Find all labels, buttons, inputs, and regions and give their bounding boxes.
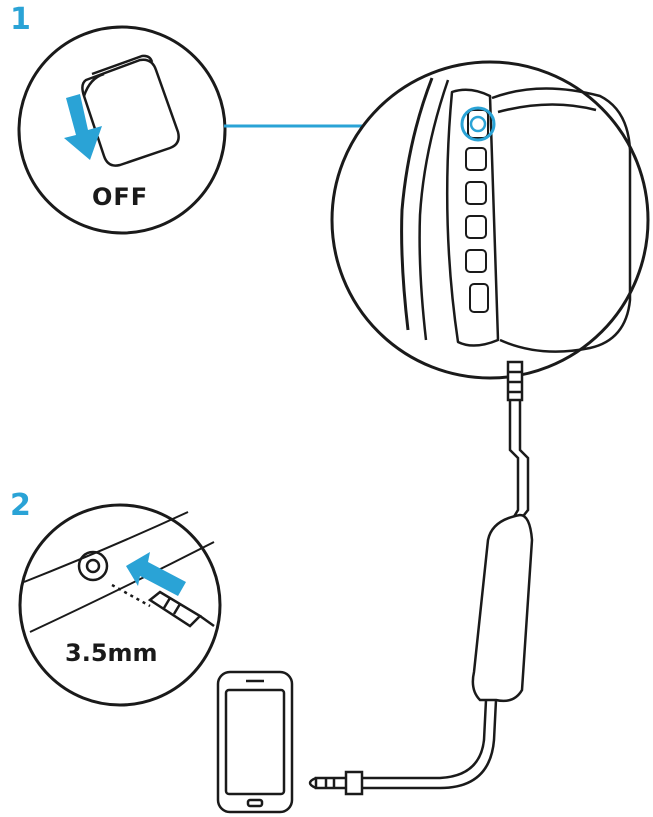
headset-button-5: [465, 249, 487, 273]
audio-cable: [308, 360, 534, 796]
jack-detail-callout: [18, 503, 222, 707]
headphone-plug-icon: [111, 583, 215, 628]
headset-button-6: [469, 283, 489, 313]
headset-button-2: [465, 147, 487, 171]
jack-size-label: 3.5mm: [65, 639, 158, 667]
jack-detail-circle: [18, 503, 222, 707]
smartphone-icon: [216, 670, 294, 814]
headset-detail-circle: [330, 60, 650, 380]
switch-detail-callout: [17, 25, 227, 235]
phone-edge-lines: [23, 511, 215, 633]
power-button-highlight: [460, 106, 496, 142]
insert-arrow-icon: [126, 552, 186, 596]
headset-buttons: [465, 109, 489, 313]
headset-detail-callout: [330, 60, 650, 380]
step-1-number: 1: [10, 2, 31, 37]
headset-button-3: [465, 181, 487, 205]
off-label: OFF: [92, 183, 149, 211]
step-2-number: 2: [10, 488, 31, 523]
switch-detail-circle: [17, 25, 227, 235]
audio-jack-icon: [77, 550, 109, 582]
power-switch-icon: [81, 54, 180, 167]
headset-button-4: [465, 215, 487, 239]
down-arrow-icon: [64, 94, 102, 160]
headset-earcup-icon: [400, 77, 632, 353]
